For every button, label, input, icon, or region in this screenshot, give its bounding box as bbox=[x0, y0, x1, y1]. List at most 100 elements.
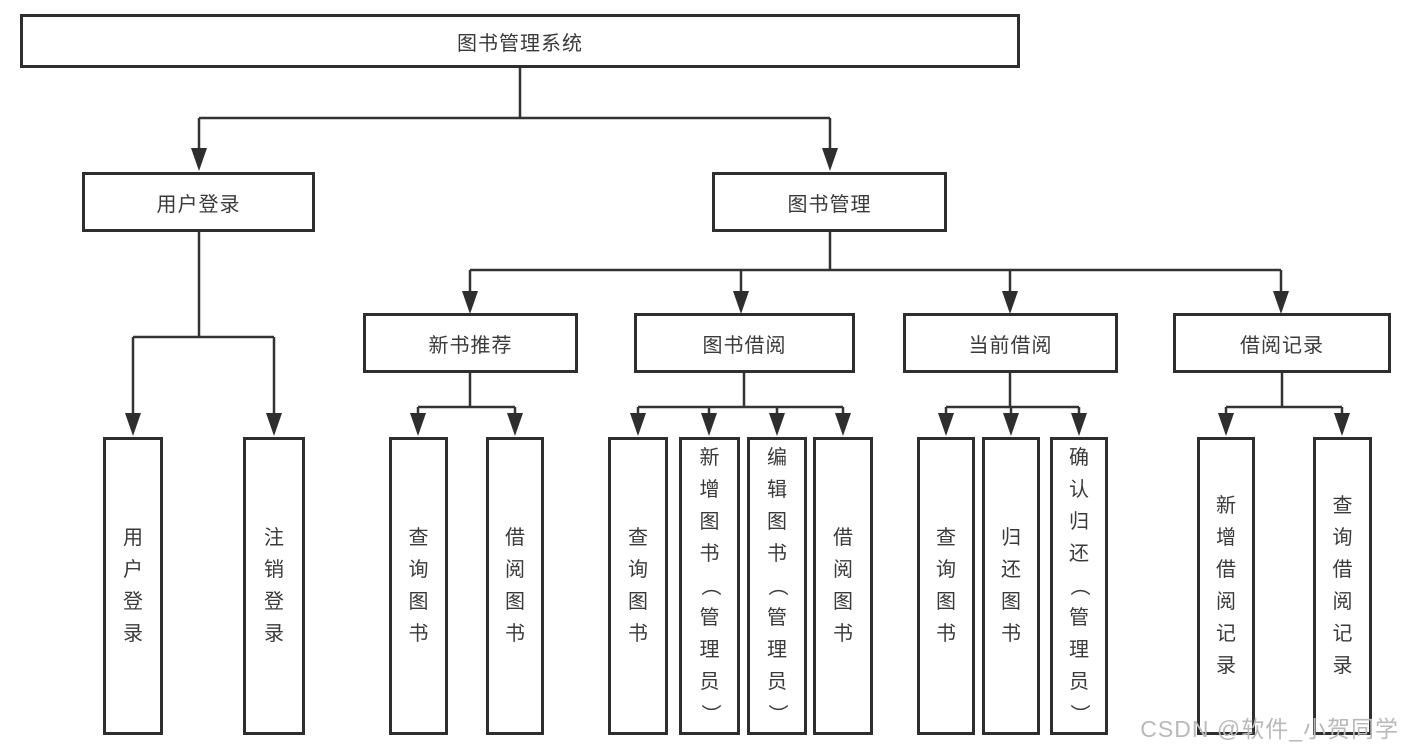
vertical-label-char: 询 bbox=[628, 559, 648, 581]
vertical-label-char: 查 bbox=[628, 527, 648, 549]
vertical-label-char: 员 bbox=[767, 671, 787, 693]
vertical-label-char: 记 bbox=[1332, 623, 1353, 645]
vertical-label-char: 借 bbox=[1332, 559, 1353, 581]
vertical-label-char: 记 bbox=[1216, 623, 1236, 645]
node-book-borrowing: 图书借阅 bbox=[634, 313, 855, 373]
node-borrowing-records: 借阅记录 bbox=[1173, 313, 1391, 373]
vertical-label-char: 图 bbox=[936, 591, 956, 613]
arrowhead-down-icon bbox=[191, 148, 207, 171]
leaf-current-confirm-return-admin: 确认归还（管理员） bbox=[1050, 437, 1108, 735]
vertical-label-char: （ bbox=[1068, 576, 1090, 596]
vertical-label-char: 图 bbox=[767, 511, 787, 533]
arrowhead-down-icon bbox=[1003, 413, 1019, 436]
arrowhead-down-icon bbox=[125, 413, 141, 436]
vertical-label-char: 录 bbox=[123, 623, 143, 645]
vertical-label-char: 图 bbox=[833, 591, 853, 613]
leaf-current-query-books: 查询图书 bbox=[917, 437, 975, 735]
vertical-label-char: 理 bbox=[699, 639, 720, 661]
node-root-library-system: 图书管理系统 bbox=[20, 14, 1020, 68]
vertical-label-char: 阅 bbox=[833, 559, 853, 581]
vertical-label-char: 新 bbox=[1216, 495, 1236, 517]
vertical-label-char: 归 bbox=[1069, 511, 1089, 533]
vertical-label-char: 员 bbox=[699, 671, 720, 693]
vertical-label-char: 登 bbox=[264, 591, 284, 613]
vertical-label-char: ） bbox=[766, 704, 788, 724]
arrowhead-down-icon bbox=[462, 291, 478, 314]
arrowhead-down-icon bbox=[1334, 413, 1350, 436]
vertical-label-char: 查 bbox=[936, 527, 956, 549]
leaf-recommend-query-books: 查询图书 bbox=[389, 437, 448, 735]
vertical-label-char: 书 bbox=[767, 543, 787, 565]
leaf-records-add-borrow-record: 新增借阅记录 bbox=[1197, 437, 1255, 735]
node-current-borrowing: 当前借阅 bbox=[903, 313, 1118, 373]
arrowhead-down-icon bbox=[733, 291, 749, 314]
vertical-label-char: 确 bbox=[1069, 447, 1089, 469]
vertical-label-char: 阅 bbox=[1332, 591, 1353, 613]
connector-lines bbox=[131, 68, 1344, 418]
vertical-label-char: 书 bbox=[936, 623, 956, 645]
vertical-label-char: 认 bbox=[1069, 479, 1089, 501]
arrowhead-down-icon bbox=[1071, 413, 1087, 436]
vertical-label-char: 录 bbox=[1332, 655, 1353, 677]
vertical-label-char: 借 bbox=[1216, 559, 1236, 581]
node-book-management: 图书管理 bbox=[712, 172, 947, 232]
vertical-label-char: （ bbox=[766, 576, 788, 596]
leaf-borrowing-borrow-books: 借阅图书 bbox=[813, 437, 873, 735]
vertical-label-char: 归 bbox=[1001, 527, 1021, 549]
vertical-label-char: 员 bbox=[1069, 671, 1089, 693]
vertical-label-char: 书 bbox=[505, 623, 525, 645]
vertical-label-char: 询 bbox=[936, 559, 956, 581]
vertical-label-char: 户 bbox=[123, 559, 143, 581]
vertical-label-char: 书 bbox=[1001, 623, 1021, 645]
vertical-label-char: 录 bbox=[1216, 655, 1236, 677]
vertical-label-char: 阅 bbox=[505, 559, 525, 581]
node-new-book-recommend: 新书推荐 bbox=[363, 313, 578, 373]
vertical-label-char: 注 bbox=[264, 527, 284, 549]
vertical-label-char: 图 bbox=[699, 511, 720, 533]
connector-borrow-record-to-leaves bbox=[1224, 373, 1344, 418]
connector-book-borrow-to-leaves bbox=[636, 373, 845, 418]
vertical-label-char: 用 bbox=[123, 527, 143, 549]
vertical-label-char: 阅 bbox=[1216, 591, 1236, 613]
vertical-label-char: 增 bbox=[1216, 527, 1236, 549]
vertical-label-char: 书 bbox=[833, 623, 853, 645]
vertical-label-char: 管 bbox=[699, 607, 720, 629]
arrowhead-down-icon bbox=[630, 413, 646, 436]
vertical-label-char: 新 bbox=[699, 447, 720, 469]
leaf-records-query-borrow-record: 查询借阅记录 bbox=[1313, 437, 1372, 735]
vertical-label-char: 管 bbox=[767, 607, 787, 629]
leaf-borrowing-edit-books-admin: 编辑图书（管理员） bbox=[747, 437, 807, 735]
vertical-label-char: 书 bbox=[699, 543, 720, 565]
leaf-logout: 注销登录 bbox=[243, 437, 305, 735]
vertical-label-char: 图 bbox=[505, 591, 525, 613]
vertical-label-char: 销 bbox=[264, 559, 284, 581]
vertical-label-char: 登 bbox=[123, 591, 143, 613]
vertical-label-char: （ bbox=[698, 576, 721, 596]
vertical-label-char: 理 bbox=[767, 639, 787, 661]
vertical-label-char: 还 bbox=[1001, 559, 1021, 581]
vertical-label-char: 借 bbox=[505, 527, 525, 549]
vertical-label-char: 辑 bbox=[767, 479, 787, 501]
arrowhead-down-icon bbox=[1218, 413, 1234, 436]
vertical-label-char: 借 bbox=[833, 527, 853, 549]
node-user-login: 用户登录 bbox=[82, 172, 315, 232]
arrowhead-down-icon bbox=[938, 413, 954, 436]
vertical-label-char: 查 bbox=[408, 527, 429, 549]
vertical-label-char: 书 bbox=[408, 623, 429, 645]
vertical-label-char: 还 bbox=[1069, 543, 1089, 565]
arrowhead-down-icon bbox=[410, 413, 426, 436]
arrowhead-down-icon bbox=[1002, 291, 1018, 314]
arrowhead-down-icon bbox=[822, 148, 838, 171]
vertical-label-char: 图 bbox=[408, 591, 429, 613]
vertical-label-char: 书 bbox=[628, 623, 648, 645]
vertical-label-char: 增 bbox=[699, 479, 720, 501]
arrowhead-down-icon bbox=[266, 413, 282, 436]
leaf-user-login: 用户登录 bbox=[103, 437, 163, 735]
arrowhead-down-icon bbox=[769, 413, 785, 436]
csdn-watermark: CSDN @软件_小贺同学 bbox=[1140, 716, 1399, 742]
vertical-label-char: 图 bbox=[628, 591, 648, 613]
leaf-borrowing-query-books: 查询图书 bbox=[608, 437, 668, 735]
leaf-recommend-borrow-books: 借阅图书 bbox=[486, 437, 544, 735]
